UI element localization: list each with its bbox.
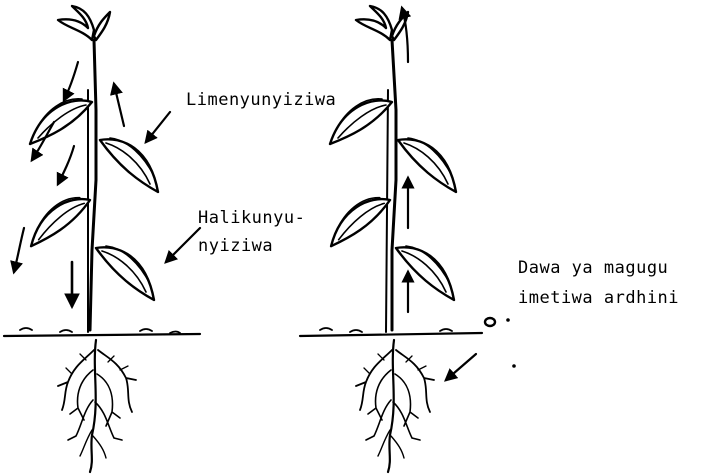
right-stem xyxy=(392,40,396,330)
left-ground-texture xyxy=(20,328,180,333)
right-leaf-1 xyxy=(330,99,392,144)
herbicide-granule xyxy=(485,318,495,326)
left-leaf-1 xyxy=(30,99,92,144)
herbicide-dot-2 xyxy=(512,364,516,368)
right-plant xyxy=(300,6,516,472)
left-bud xyxy=(58,6,110,40)
label-herbicide-line1: Dawa ya magugu xyxy=(518,256,668,280)
herbicide-arrow xyxy=(446,354,476,380)
left-leaf-2 xyxy=(100,138,158,192)
right-leaf-3 xyxy=(328,197,393,246)
herbicide-dot-1 xyxy=(506,318,510,322)
left-plant xyxy=(4,6,200,472)
right-leaf-2 xyxy=(398,138,456,192)
right-ground-line xyxy=(300,333,482,336)
not-fertilized-pointer-arrow xyxy=(166,228,200,262)
left-arrow-down-2 xyxy=(58,146,74,184)
right-stem-inner xyxy=(386,90,388,332)
right-roots xyxy=(356,340,434,472)
right-leaf-4 xyxy=(396,246,454,300)
left-leaf-3 xyxy=(28,197,93,246)
label-not-fertilized-line1: Halikunyu- xyxy=(198,206,305,230)
left-arrow-down-1 xyxy=(64,62,78,100)
right-bud xyxy=(356,6,408,40)
left-arrow-up xyxy=(114,84,124,126)
label-fertilized: Limenyunyiziwa xyxy=(186,88,336,112)
left-leaf-4 xyxy=(96,246,154,300)
label-not-fertilized-line2: nyiziwa xyxy=(198,234,273,258)
left-ground-line xyxy=(4,334,200,336)
left-arrow-down-4 xyxy=(14,228,24,272)
fertilized-pointer-arrow xyxy=(146,112,170,142)
label-herbicide-line2: imetiwa ardhini xyxy=(518,286,679,310)
left-roots xyxy=(58,340,136,472)
left-stem xyxy=(90,40,96,330)
